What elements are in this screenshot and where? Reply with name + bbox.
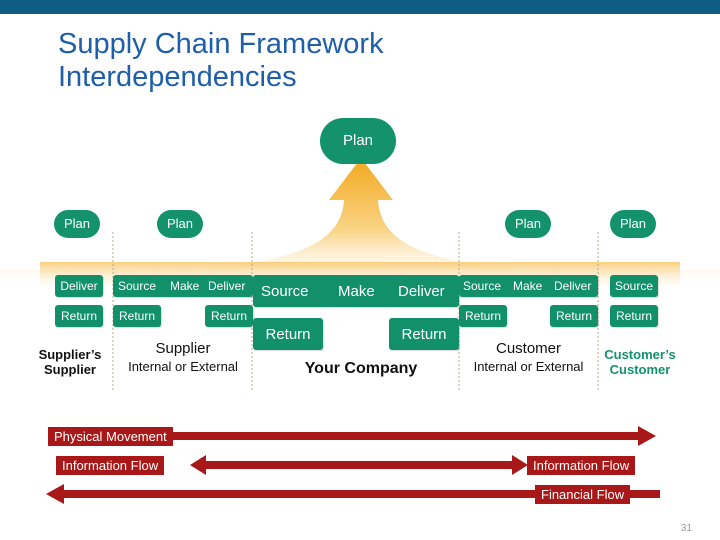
customers-customer-source-label: Source (614, 279, 654, 293)
page-title: Supply Chain Framework Interdependencies (58, 28, 384, 94)
suppliers-supplier-name-line1: Supplier’s (38, 347, 102, 362)
suppliers-supplier-deliver: Deliver (55, 275, 103, 297)
customer-name: Customer Internal or External (459, 340, 598, 374)
supplier-deliver: Deliver (208, 279, 246, 293)
customer-plan: Plan (505, 210, 551, 238)
customer-return-left-label: Return (464, 309, 502, 323)
page-number: 31 (680, 523, 692, 534)
suppliers-supplier-plan: Plan (54, 210, 100, 238)
customers-customer-plan-label: Plan (619, 216, 647, 231)
financial-flow-label: Financial Flow (535, 485, 631, 504)
supplier-plan: Plan (157, 210, 203, 238)
supplier-name-sub: Internal or External (128, 359, 238, 374)
company-return-right-label: Return (401, 325, 447, 343)
top-plan-label: Plan (342, 132, 374, 149)
customer-source: Source (463, 279, 502, 293)
title-line-1: Supply Chain Framework (58, 28, 384, 60)
information-flow-left-label: Information Flow (56, 456, 165, 475)
customer-make: Make (513, 279, 543, 293)
suppliers-supplier-return: Return (55, 305, 103, 327)
customer-name-sub: Internal or External (473, 359, 584, 374)
company-return-left: Return (253, 318, 323, 350)
company-source: Source (261, 283, 309, 300)
company-return-right: Return (389, 318, 459, 350)
customer-return-right: Return (550, 305, 598, 327)
supplier-plan-label: Plan (166, 216, 194, 231)
customer-deliver: Deliver (554, 279, 592, 293)
title-line-2: Interdependencies (58, 61, 297, 93)
customers-customer-name: Customer’s Customer (598, 347, 682, 377)
supplier-return-left: Return (113, 305, 161, 327)
customers-customer-plan: Plan (610, 210, 656, 238)
supplier-process-bar (113, 275, 253, 297)
supplier-name: Supplier Internal or External (113, 340, 253, 374)
customer-plan-label: Plan (514, 216, 542, 231)
company-make: Make (338, 283, 375, 300)
suppliers-supplier-deliver-label: Deliver (60, 279, 98, 293)
supplier-return-right-label: Return (210, 309, 248, 323)
customers-customer-return: Return (610, 305, 658, 327)
company-deliver: Deliver (398, 283, 445, 300)
financial-flow-arrow (46, 484, 660, 504)
information-flow-right-label: Information Flow (527, 456, 636, 475)
customers-customer-source: Source (610, 275, 658, 297)
supplier-source: Source (118, 279, 157, 293)
physical-movement-arrow (48, 426, 656, 446)
suppliers-supplier-return-label: Return (60, 309, 98, 323)
company-name: Your Company (304, 360, 418, 377)
top-plan-node: Plan (320, 118, 396, 164)
supplier-make: Make (170, 279, 200, 293)
information-flow-arrow (190, 455, 528, 475)
supplier-return-right: Return (205, 305, 253, 327)
central-plan-arrow (0, 158, 720, 290)
customer-name-title: Customer (495, 340, 562, 357)
top-bar (0, 0, 720, 14)
physical-movement-label: Physical Movement (48, 427, 173, 446)
customers-customer-name-line2: Customer (609, 362, 671, 377)
supplier-name-title: Supplier (155, 340, 211, 357)
customers-customer-return-label: Return (615, 309, 653, 323)
supplier-return-left-label: Return (118, 309, 156, 323)
suppliers-supplier-name: Supplier’s Supplier (30, 347, 110, 377)
customer-process-bar (459, 275, 598, 297)
suppliers-supplier-name-line2: Supplier (43, 362, 96, 377)
customer-return-right-label: Return (555, 309, 593, 323)
company-process-bar (253, 275, 459, 307)
customers-customer-name-line1: Customer’s (604, 347, 676, 362)
customer-return-left: Return (459, 305, 507, 327)
company-return-left-label: Return (265, 325, 311, 343)
suppliers-supplier-plan-label: Plan (63, 216, 91, 231)
